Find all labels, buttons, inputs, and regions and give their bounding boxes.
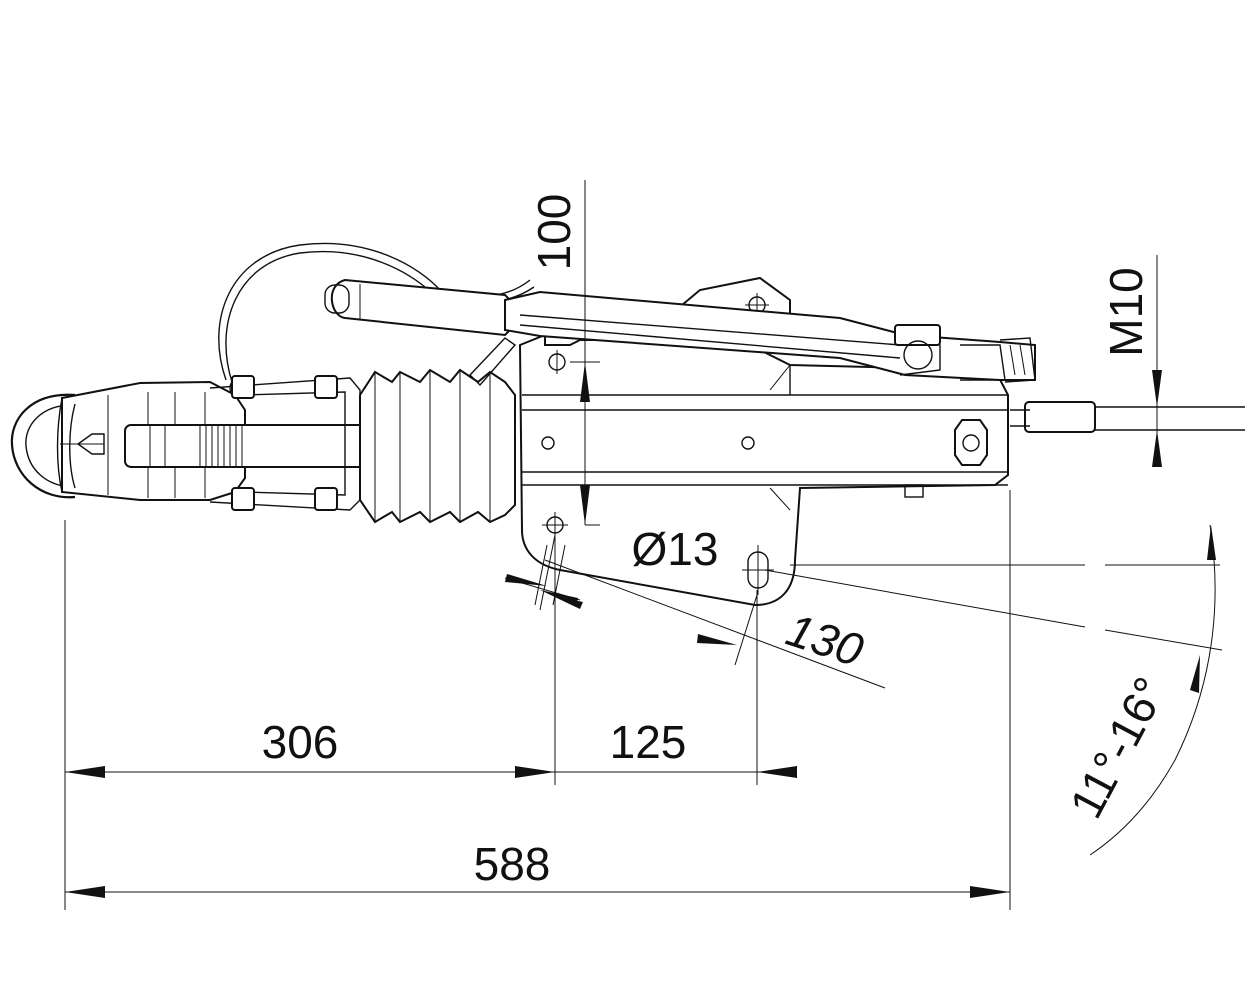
dim-ball-to-hole: 306 (262, 716, 339, 768)
handbrake-lever (324, 278, 1036, 387)
dim-angle: 11°-16° (1059, 669, 1176, 827)
coupling-head (10, 375, 411, 511)
dim-hole-spacing: 125 (610, 716, 687, 768)
dim-diagonal: 130 (780, 603, 869, 676)
dim-overall-length: 588 (474, 838, 551, 890)
dim-thread: M10 (1100, 267, 1152, 356)
dim-height: 100 (528, 194, 580, 271)
dimension-lines (64, 180, 1223, 910)
rubber-bellows (359, 368, 516, 524)
spring-coils (199, 425, 243, 467)
brake-rod (1010, 401, 1245, 433)
frame-bracket (518, 276, 1009, 607)
dim-hole-diameter: Ø13 (632, 523, 719, 575)
